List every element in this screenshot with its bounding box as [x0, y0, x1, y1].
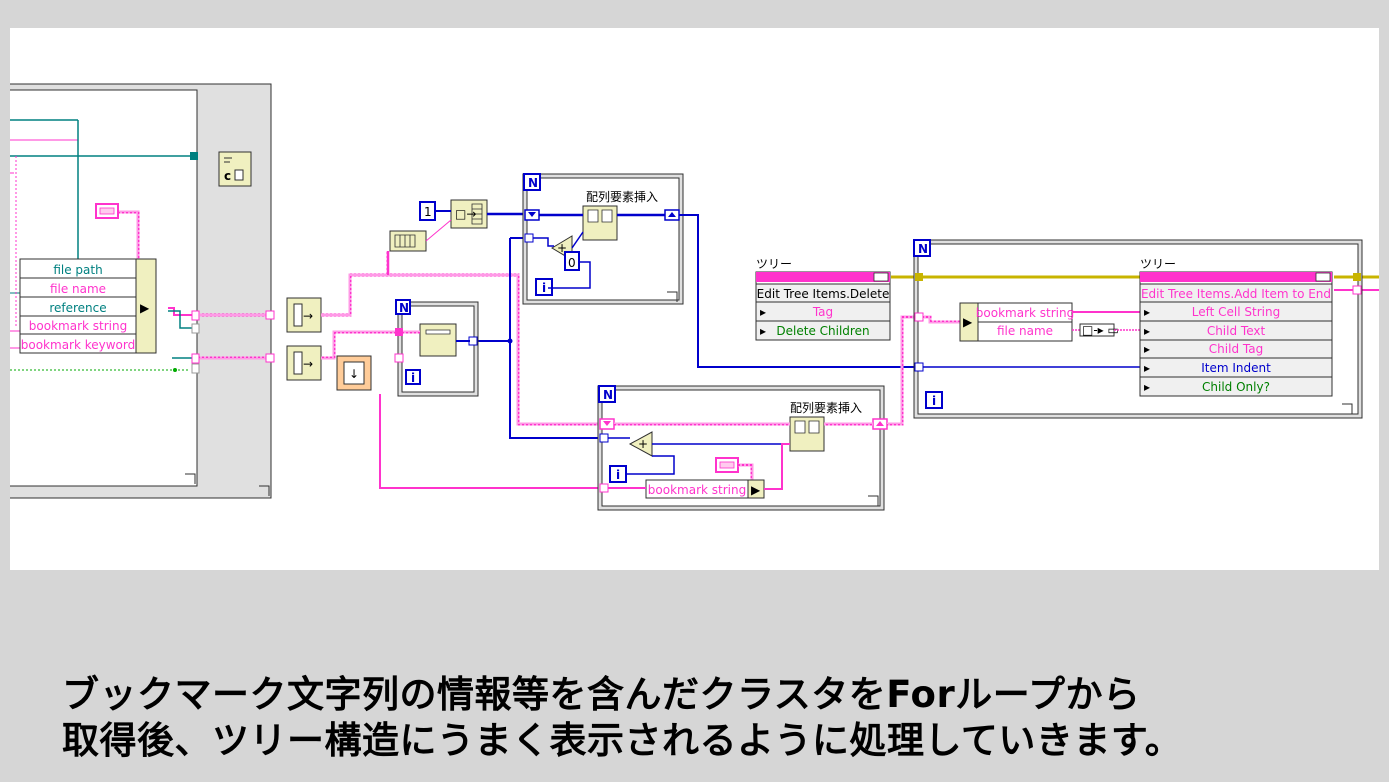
svg-text:Edit Tree Items.Delete: Edit Tree Items.Delete: [757, 287, 890, 301]
svg-text:▶: ▶: [963, 315, 973, 329]
right-unbundle-labels: bookmark string file name: [976, 306, 1074, 338]
svg-text:0: 0: [568, 256, 576, 270]
svg-text:1: 1: [424, 205, 432, 219]
bottom-unbundle-label: bookmark string: [648, 483, 746, 497]
caption-line-2: 取得後、ツリー構造にうまく表示されるように処理していきます。: [62, 719, 1183, 762]
caption-line-1: ブックマーク文字列の情報等を含んだクラスタをForループから: [62, 673, 1141, 716]
svg-text:Child Only?: Child Only?: [1202, 380, 1270, 394]
svg-text:+: +: [638, 437, 648, 451]
svg-text:+: +: [557, 241, 567, 255]
svg-text:N: N: [399, 301, 409, 315]
svg-text:file path: file path: [53, 263, 102, 277]
svg-text:ツリー: ツリー: [1140, 257, 1176, 271]
svg-text:▸: ▸: [1144, 342, 1150, 356]
svg-text:c: c: [224, 169, 231, 183]
bottom-for-loop[interactable]: N i 配列要素挿入 + ▶: [597, 385, 888, 511]
svg-text:reference: reference: [49, 301, 106, 315]
svg-text:▸: ▸: [1144, 380, 1150, 394]
middle-for-loop[interactable]: N i: [394, 299, 479, 397]
block-diagram: c ▶ → → ↓ □→ 1: [10, 83, 1379, 511]
caption: ブックマーク文字列の情報等を含んだクラスタをForループから 取得後、ツリー構造…: [62, 672, 1362, 764]
svg-text:bookmark string: bookmark string: [29, 319, 127, 333]
svg-text:N: N: [918, 242, 928, 256]
svg-text:Tag: Tag: [812, 305, 833, 319]
svg-text:↓: ↓: [349, 367, 359, 381]
left-wires: [10, 119, 275, 374]
svg-text:bookmark string: bookmark string: [976, 306, 1074, 320]
svg-text:▸: ▸: [760, 324, 766, 338]
constant-one[interactable]: 1: [419, 201, 436, 221]
svg-text:Child Text: Child Text: [1207, 324, 1266, 338]
svg-text:Item Indent: Item Indent: [1201, 361, 1271, 375]
tree-delete-node[interactable]: ツリー Edit Tree Items.Delete ▸ Tag ▸ Delet…: [755, 257, 891, 341]
svg-text:ツリー: ツリー: [756, 257, 792, 271]
svg-text:▶: ▶: [140, 301, 150, 315]
svg-text:配列要素挿入: 配列要素挿入: [586, 190, 658, 204]
svg-text:i: i: [542, 281, 546, 295]
svg-text:▸: ▸: [1144, 324, 1150, 338]
svg-text:→: →: [303, 357, 313, 371]
initialize-array-node[interactable]: □→: [450, 199, 488, 229]
svg-text:Delete Children: Delete Children: [776, 324, 869, 338]
top-for-loop[interactable]: N i 配列要素挿入 + 0: [522, 173, 684, 305]
svg-text:i: i: [411, 371, 415, 385]
svg-text:Edit Tree Items.Add Item to En: Edit Tree Items.Add Item to End: [1141, 287, 1331, 301]
svg-text:▸: ▸: [1144, 305, 1150, 319]
svg-text:bookmark string: bookmark string: [648, 483, 746, 497]
tree-add-node[interactable]: ツリー Edit Tree Items.Add Item to End ▸ Le…: [1139, 257, 1353, 397]
svg-text:bookmark keyword: bookmark keyword: [21, 338, 136, 352]
svg-text:▸: ▸: [1144, 361, 1150, 375]
block-diagram-canvas[interactable]: c ▶ → → ↓ □→ 1: [10, 28, 1379, 570]
svg-text:i: i: [616, 468, 620, 482]
middle-wires: [321, 210, 600, 489]
search-node[interactable]: ↓: [336, 355, 372, 391]
index-array-node-1[interactable]: →: [286, 297, 322, 333]
index-array-node-2[interactable]: →: [286, 345, 322, 381]
array-constant-node[interactable]: [389, 230, 427, 252]
svg-text:配列要素挿入: 配列要素挿入: [790, 401, 862, 415]
svg-text:□-▸ ▭: □-▸ ▭: [1082, 323, 1119, 337]
svg-text:▶: ▶: [751, 483, 761, 497]
string-constant-icon[interactable]: [95, 203, 119, 219]
svg-text:▸: ▸: [760, 305, 766, 319]
svg-text:Left Cell String: Left Cell String: [1192, 305, 1280, 319]
svg-text:Child Tag: Child Tag: [1209, 342, 1263, 356]
svg-text:□→: □→: [455, 207, 476, 221]
svg-text:N: N: [603, 388, 613, 402]
left-unbundle-node[interactable]: ▶: [19, 258, 157, 354]
svg-text:file name: file name: [50, 282, 106, 296]
reference-node-icon[interactable]: c: [218, 151, 252, 187]
svg-text:→: →: [303, 309, 313, 323]
svg-text:N: N: [528, 176, 538, 190]
svg-text:file name: file name: [997, 324, 1053, 338]
left-unbundle-labels: file path file name reference bookmark s…: [20, 263, 136, 352]
svg-text:i: i: [932, 394, 936, 408]
